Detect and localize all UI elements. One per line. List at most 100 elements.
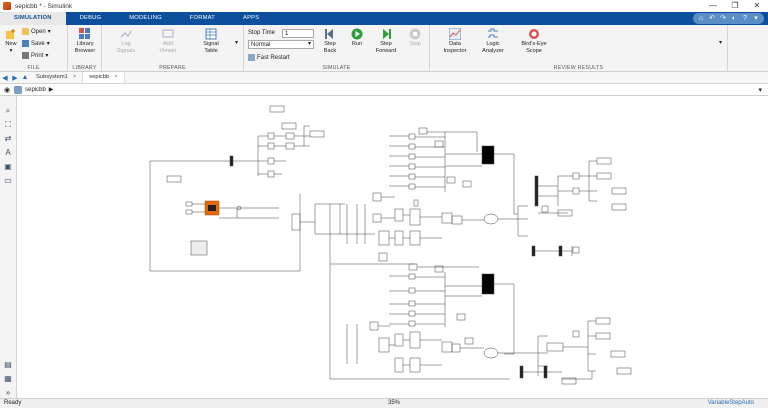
logic-analyzer-button[interactable]: Logic Analyzer bbox=[478, 28, 508, 55]
motor-block[interactable] bbox=[483, 213, 499, 225]
hide-explorer-icon[interactable]: ◉ bbox=[4, 86, 11, 94]
redo-icon[interactable]: ↷ bbox=[720, 15, 726, 22]
block[interactable] bbox=[190, 240, 208, 256]
signal-table-button[interactable]: Signal Table bbox=[196, 28, 226, 55]
library-group: Library Browser LIBRARY bbox=[68, 25, 102, 72]
breadcrumb-model[interactable]: sepicbb bbox=[25, 86, 46, 93]
collapse-ribbon-icon[interactable]: ▾ bbox=[754, 15, 758, 22]
tab-apps[interactable]: APPS bbox=[243, 15, 260, 21]
open-button[interactable]: Open▾ bbox=[22, 28, 51, 35]
data-inspector-icon bbox=[449, 28, 461, 40]
review-expand-icon[interactable]: ▾ bbox=[719, 40, 723, 46]
save-button[interactable]: Save▾ bbox=[22, 40, 50, 47]
help-icon[interactable]: ? bbox=[743, 15, 747, 22]
stop-button[interactable]: Stop bbox=[404, 28, 426, 48]
model-icon bbox=[14, 85, 23, 94]
simulation-mode-select[interactable]: Normal bbox=[248, 40, 314, 49]
breadcrumb-dropdown-icon[interactable]: ▾ bbox=[758, 86, 762, 94]
close-button[interactable]: ✕ bbox=[753, 1, 761, 10]
block-diagram-palette: ⌕ ⛶ ⇄ A ▣ ▭ ▤ ▦ » bbox=[0, 96, 17, 398]
fit-to-view-icon[interactable]: ⛶ bbox=[5, 120, 11, 129]
window-title: sepicbb * - Simulink bbox=[15, 2, 73, 10]
simulink-logo-icon bbox=[3, 2, 11, 10]
status-ready: Ready bbox=[4, 400, 22, 406]
review-results-group: Data Inspector Logic Analyzer Bird's-Eye… bbox=[430, 25, 728, 72]
prepare-expand-icon[interactable]: ▾ bbox=[235, 40, 239, 46]
close-tab-icon[interactable]: × bbox=[114, 74, 118, 80]
ribbon: New ▾ Open▾ Save▾ Print▾ FILE Library Br… bbox=[0, 25, 768, 72]
file-tab-sepicbb[interactable]: sepicbb× bbox=[83, 72, 125, 83]
annotation-icon[interactable]: A bbox=[5, 148, 11, 157]
run-button[interactable]: Run bbox=[346, 28, 368, 48]
zoom-icon[interactable]: ⌕ bbox=[5, 106, 11, 115]
forward-arrow-icon[interactable]: ▶ bbox=[12, 74, 18, 82]
tab-simulation[interactable]: SIMULATION bbox=[0, 12, 66, 25]
step-forward-icon bbox=[380, 28, 392, 40]
stop-time-label: Stop Time bbox=[248, 30, 276, 36]
print-button[interactable]: Print▾ bbox=[22, 52, 48, 59]
block-diagram[interactable] bbox=[17, 96, 768, 398]
step-back-icon bbox=[324, 28, 336, 40]
arrow-tool-icon[interactable]: ⇄ bbox=[4, 134, 12, 143]
library-group-label: LIBRARY bbox=[72, 65, 97, 71]
add-viewer-icon bbox=[162, 28, 174, 40]
simulate-group-label: SIMULATE bbox=[322, 65, 351, 71]
tab-format[interactable]: FORMAT bbox=[189, 15, 216, 21]
library-browser-button[interactable]: Library Browser bbox=[70, 28, 100, 55]
status-bar: Ready 35% VariableStepAuto bbox=[0, 398, 768, 408]
new-button[interactable]: New ▾ bbox=[2, 28, 20, 55]
undo-icon[interactable]: ↶ bbox=[709, 15, 715, 22]
log-signals-icon bbox=[120, 28, 132, 40]
theme-icon[interactable]: ◐ bbox=[731, 15, 737, 22]
ribbon-tabs: SIMULATION DEBUG MODELING FORMAT APPS ⌂ … bbox=[0, 12, 768, 25]
explorer-bar: ◀ ▶ ▲ Subsystem1× sepicbb× bbox=[0, 72, 768, 84]
step-forward-button[interactable]: Step Forward bbox=[372, 28, 400, 55]
prepare-group-label: PREPARE bbox=[159, 65, 186, 71]
screenshot-icon[interactable]: ▦ bbox=[4, 374, 12, 383]
home-icon[interactable]: ⌂ bbox=[698, 15, 704, 22]
block[interactable] bbox=[185, 209, 193, 215]
up-arrow-icon[interactable]: ▲ bbox=[21, 74, 29, 81]
model-canvas[interactable] bbox=[17, 96, 768, 398]
stop-icon bbox=[409, 28, 421, 40]
back-arrow-icon[interactable]: ◀ bbox=[2, 74, 8, 82]
file-group: New ▾ Open▾ Save▾ Print▾ FILE bbox=[0, 25, 68, 72]
tab-debug[interactable]: DEBUG bbox=[79, 15, 102, 21]
close-tab-icon[interactable]: × bbox=[72, 74, 77, 80]
black-display-block[interactable] bbox=[481, 273, 495, 295]
review-results-group-label: REVIEW RESULTS bbox=[553, 65, 604, 71]
save-icon bbox=[22, 40, 29, 47]
minimize-button[interactable]: — bbox=[709, 1, 717, 10]
fast-restart-button[interactable]: Fast Restart bbox=[248, 54, 290, 61]
new-icon bbox=[5, 28, 17, 40]
run-icon bbox=[351, 28, 363, 40]
add-viewer-button[interactable]: Add Viewer bbox=[154, 28, 182, 55]
window-controls: — ❐ ✕ bbox=[702, 0, 768, 12]
block[interactable] bbox=[166, 175, 182, 183]
junction bbox=[236, 205, 242, 211]
file-group-label: FILE bbox=[27, 65, 40, 71]
step-back-button[interactable]: Step Back bbox=[318, 28, 342, 55]
log-signals-button[interactable]: Log Signals bbox=[112, 28, 140, 55]
data-inspector-button[interactable]: Data Inspector bbox=[438, 28, 472, 55]
stop-time-input[interactable]: 1 bbox=[282, 29, 314, 38]
expand-palette-icon[interactable]: » bbox=[5, 388, 11, 397]
library-grid-icon bbox=[79, 28, 91, 40]
birds-eye-scope-button[interactable]: Bird's-Eye Scope bbox=[516, 28, 552, 55]
breadcrumb: ◉ sepicbb ▶ ▾ bbox=[0, 84, 768, 96]
maximize-button[interactable]: ❐ bbox=[731, 1, 739, 10]
solver-link[interactable]: VariableStepAuto bbox=[707, 400, 754, 406]
black-display-block[interactable] bbox=[481, 145, 495, 165]
image-icon[interactable]: ▣ bbox=[4, 162, 12, 171]
area-icon[interactable]: ▭ bbox=[4, 176, 12, 185]
folder-icon bbox=[22, 28, 29, 35]
print-icon bbox=[22, 52, 29, 59]
motor-block[interactable] bbox=[483, 347, 499, 359]
file-tab-subsystem1[interactable]: Subsystem1× bbox=[30, 72, 84, 83]
birds-eye-scope-icon bbox=[528, 28, 540, 40]
block[interactable] bbox=[185, 201, 193, 207]
quick-access-toolbar: ⌂ ↶ ↷ ◐ ? ▾ bbox=[693, 13, 764, 24]
tab-modeling[interactable]: MODELING bbox=[129, 15, 162, 21]
zoom-level[interactable]: 35% bbox=[388, 400, 401, 406]
model-browser-icon[interactable]: ▤ bbox=[4, 360, 12, 369]
